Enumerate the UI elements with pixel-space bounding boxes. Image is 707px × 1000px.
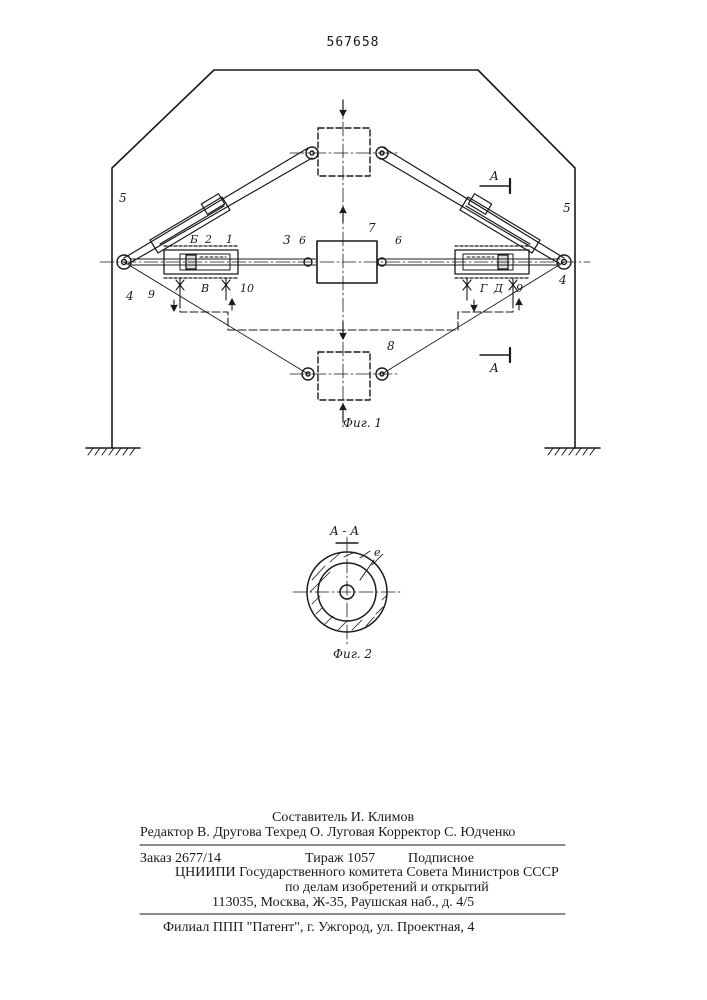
label-4-right: 4	[558, 273, 567, 287]
label-9-right: 9	[516, 282, 523, 295]
label-7: 7	[368, 221, 376, 235]
imprint-editors: Редактор В. Другова Техред О. Луговая Ко…	[140, 825, 515, 841]
label-4-left: 4	[125, 289, 134, 303]
section-marker-top: A	[489, 169, 499, 183]
label-e: е	[374, 546, 381, 559]
fig1-caption: Фиг. 1	[343, 416, 382, 430]
bottom-block	[318, 352, 370, 400]
label-6-right: 6	[395, 234, 402, 247]
imprint-branch: Филиал ППП "Патент", г. Ужгород, ул. Про…	[163, 920, 474, 936]
imprint-org1: ЦНИИПИ Государственного комитета Совета …	[175, 865, 559, 881]
label-5-right: 5	[563, 201, 571, 215]
imprint-address: 113035, Москва, Ж-35, Раушская наб., д. …	[212, 895, 474, 911]
label-2: 2	[204, 233, 212, 246]
top-block	[318, 128, 370, 176]
label-9-left: 9	[148, 288, 155, 301]
section-title: A - A	[329, 524, 359, 538]
section-view	[293, 537, 401, 647]
patent-number: 567658	[327, 35, 380, 50]
label-8: 8	[387, 339, 395, 353]
fig2-caption: Фиг. 2	[333, 647, 372, 661]
section-marker-bottom: A	[489, 361, 499, 375]
lower-links	[124, 262, 564, 374]
label-6-left: 6	[299, 234, 306, 247]
label-D: Д	[493, 282, 504, 295]
ground-left	[86, 448, 140, 455]
label-3: 3	[283, 233, 291, 247]
imprint-org2: по делам изобретений и открытий	[285, 880, 489, 896]
label-G: Г	[479, 282, 488, 295]
label-1: 1	[226, 233, 233, 246]
upper-right-cylinder	[460, 194, 540, 253]
label-10: 10	[240, 282, 254, 295]
label-B: Б	[189, 233, 198, 246]
label-V: В	[200, 282, 209, 295]
ground-right	[545, 448, 600, 455]
label-5-left: 5	[119, 191, 127, 205]
imprint-compiler: Составитель И. Климов	[272, 810, 414, 826]
